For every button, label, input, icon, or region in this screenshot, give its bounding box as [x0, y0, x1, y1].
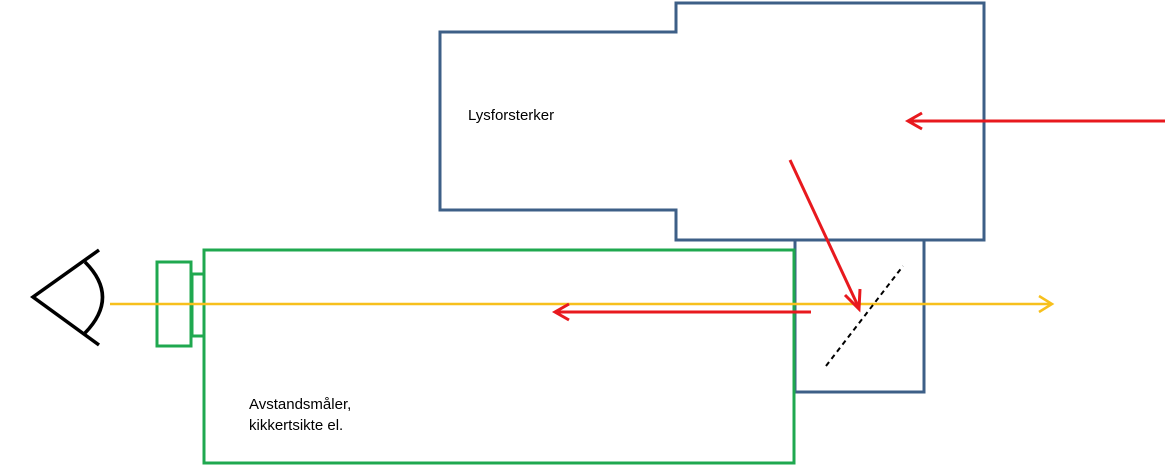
rangefinder-body — [202, 248, 796, 465]
incoming-light-arrowhead — [904, 111, 923, 131]
light-amplifier-housing — [438, 1, 986, 242]
optical-axis-arrowhead — [1038, 294, 1055, 314]
amplified-light-arrow — [788, 159, 860, 307]
beam-splitter-housing — [793, 240, 926, 394]
reflected-light-arrowhead — [551, 302, 570, 322]
rangefinder-label-line1: Avstandsmåler, — [249, 396, 352, 413]
rangefinder-label: Avstandsmåler, kikkertsikte el. — [249, 394, 351, 436]
beam-splitter-mirror — [825, 265, 904, 367]
eye-icon — [30, 248, 101, 347]
rangefinder-label-line2: kikkertsikte el. — [249, 417, 344, 434]
light-amplifier-label: Lysforsterker — [468, 107, 555, 124]
amplified-light-arrowhead — [843, 288, 862, 313]
eye-lens-arc — [83, 260, 105, 335]
